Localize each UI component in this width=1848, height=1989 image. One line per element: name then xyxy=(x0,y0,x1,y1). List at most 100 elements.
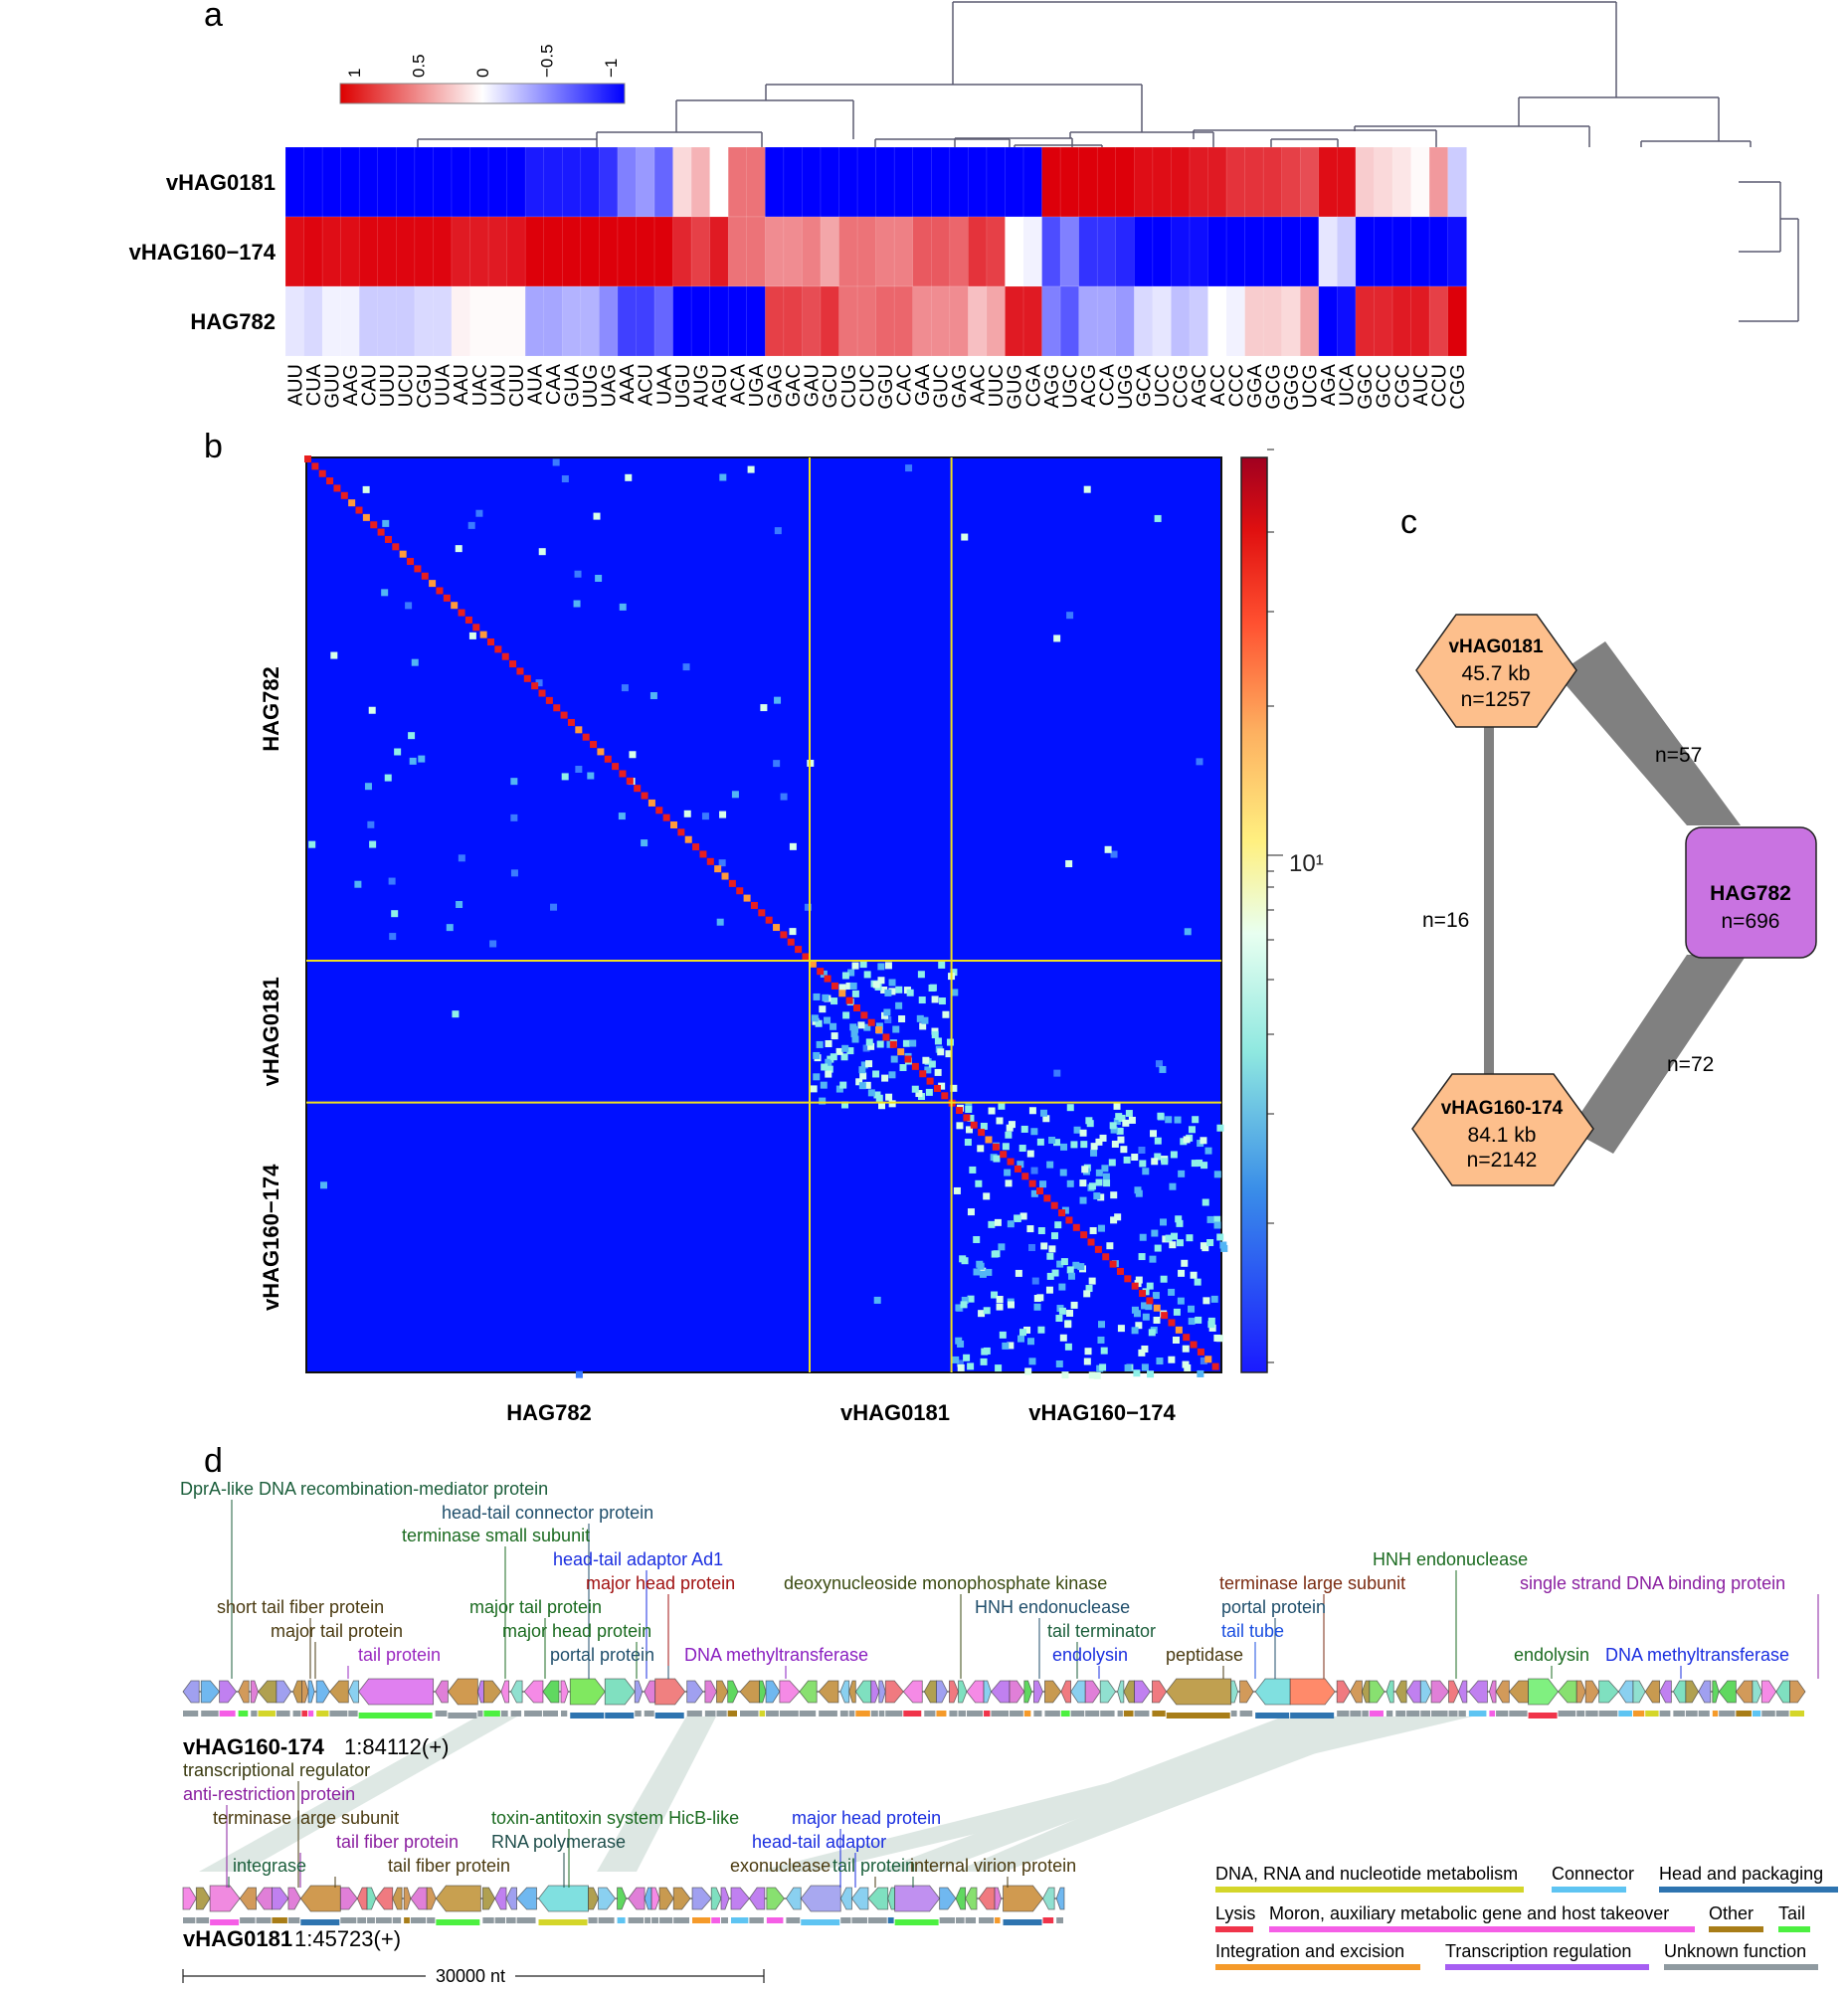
matrix-cell xyxy=(475,509,483,517)
column-label: GUC xyxy=(931,364,953,408)
gene-annotation: head-tail adaptor Ad1 xyxy=(553,1549,723,1569)
matrix-cell xyxy=(1090,1149,1098,1157)
matrix-cell xyxy=(841,972,849,980)
matrix-cell xyxy=(1169,1182,1177,1190)
matrix-cell xyxy=(877,977,885,985)
gene-arrow xyxy=(650,1887,660,1910)
gene-category-bar xyxy=(494,1917,506,1923)
heatmap-cell xyxy=(358,216,379,287)
gene-annotation: major tail protein xyxy=(469,1597,602,1617)
column-label: CGC xyxy=(1391,364,1413,408)
gene-category-bar xyxy=(673,1917,690,1923)
heatmap-cell xyxy=(765,146,785,218)
matrix-cell xyxy=(575,766,583,774)
gene-annotation: RNA polymerase xyxy=(491,1832,626,1852)
matrix-cell xyxy=(934,1037,942,1045)
gene-annotation: peptidase xyxy=(1166,1645,1243,1665)
matrix-cell xyxy=(1059,1334,1067,1342)
heatmap-cell xyxy=(1022,285,1043,357)
matrix-diagonal-cell xyxy=(472,624,480,632)
gene-category-bar xyxy=(477,1711,483,1717)
matrix-cell xyxy=(1196,758,1203,766)
heatmap-cell xyxy=(396,285,416,357)
matrix-cell xyxy=(931,995,939,1003)
matrix-cell xyxy=(961,1296,969,1304)
matrix-cell xyxy=(1026,1338,1034,1346)
heatmap-cell xyxy=(543,216,563,287)
matrix-cell xyxy=(411,658,419,666)
heatmap-cell xyxy=(1171,216,1191,287)
matrix-cell xyxy=(1204,1147,1212,1155)
matrix-cell xyxy=(629,751,637,759)
gene-category-bar xyxy=(483,1711,500,1717)
gene-arrow xyxy=(307,1680,315,1704)
matrix-cell xyxy=(1058,1307,1066,1315)
heatmap-cell xyxy=(1410,216,1430,287)
heatmap-cell xyxy=(358,146,379,218)
column-label: UCA xyxy=(1337,363,1359,406)
matrix-cell xyxy=(898,1015,906,1023)
matrix-cell xyxy=(909,1039,917,1047)
node-vHAG160-174[interactable] xyxy=(1411,1073,1594,1186)
gene-arrow xyxy=(658,1887,674,1910)
matrix-diagonal-cell xyxy=(809,960,817,968)
matrix-cell xyxy=(993,1155,1001,1163)
gene-annotation: tail terminator xyxy=(1047,1621,1156,1641)
legend-swatch xyxy=(1778,1926,1810,1932)
matrix-cell xyxy=(875,1022,883,1030)
gene-category-bar xyxy=(375,1917,392,1923)
matrix-cell xyxy=(1048,1136,1056,1144)
matrix-cell xyxy=(409,757,417,765)
matrix-cell xyxy=(888,988,896,995)
matrix-cell xyxy=(1079,1179,1087,1187)
matrix-cell xyxy=(1151,1229,1159,1237)
node-HAG782[interactable] xyxy=(1685,826,1817,959)
gene-annotation: endolysin xyxy=(1514,1645,1589,1665)
gene-category-bar xyxy=(1395,1711,1406,1717)
gene-category-bar xyxy=(598,1917,615,1923)
matrix-cell xyxy=(945,1050,953,1058)
gene-arrow xyxy=(1644,1680,1661,1704)
matrix-cell xyxy=(452,1010,460,1018)
gene-category-bar xyxy=(183,1917,196,1923)
row-dendrogram xyxy=(1739,181,1799,322)
matrix-cell xyxy=(876,1040,884,1048)
matrix-cell xyxy=(888,1100,896,1108)
node-vHAG0181[interactable] xyxy=(1415,614,1577,728)
matrix-cell xyxy=(819,1005,827,1013)
matrix-cell xyxy=(701,813,709,820)
heatmap-cell xyxy=(599,146,619,218)
matrix-cell xyxy=(1168,1356,1176,1363)
column-label: GAG xyxy=(765,364,787,408)
gene-category-bar xyxy=(1761,1711,1775,1717)
gene-arrow xyxy=(923,1680,937,1704)
gene-arrow xyxy=(878,1680,886,1704)
matrix-diagonal-cell xyxy=(1007,1158,1015,1166)
matrix-cell xyxy=(831,1032,838,1040)
matrix-cell xyxy=(1154,1244,1162,1252)
gene-annotation: major head protein xyxy=(586,1573,735,1593)
column-label: GCG xyxy=(1262,364,1284,410)
heatmap-cell xyxy=(340,146,360,218)
heatmap-cell xyxy=(949,285,969,357)
gene-category-bar xyxy=(201,1711,219,1717)
matrix-cell xyxy=(561,773,569,781)
matrix-cell xyxy=(1139,1233,1147,1241)
matrix-cell xyxy=(921,1016,929,1024)
heatmap-cell xyxy=(524,146,545,218)
gene-arrow xyxy=(1032,1680,1043,1704)
heatmap-cell xyxy=(1225,285,1246,357)
gene-arrow xyxy=(195,1887,211,1910)
matrix-diagonal-cell xyxy=(978,1129,986,1137)
heatmap-cell xyxy=(912,285,932,357)
matrix-cell xyxy=(780,793,788,801)
heatmap-cell xyxy=(709,216,729,287)
gene-category-bar xyxy=(766,1917,784,1923)
column-label: CCG xyxy=(1171,364,1193,408)
column-label: AUA xyxy=(524,363,546,405)
matrix-diagonal-cell xyxy=(824,975,832,983)
synteny-link xyxy=(756,1717,1472,1872)
matrix-cell xyxy=(946,1038,954,1046)
gene-arrow xyxy=(748,1887,766,1910)
edge-label-57: n=57 xyxy=(1655,744,1702,767)
